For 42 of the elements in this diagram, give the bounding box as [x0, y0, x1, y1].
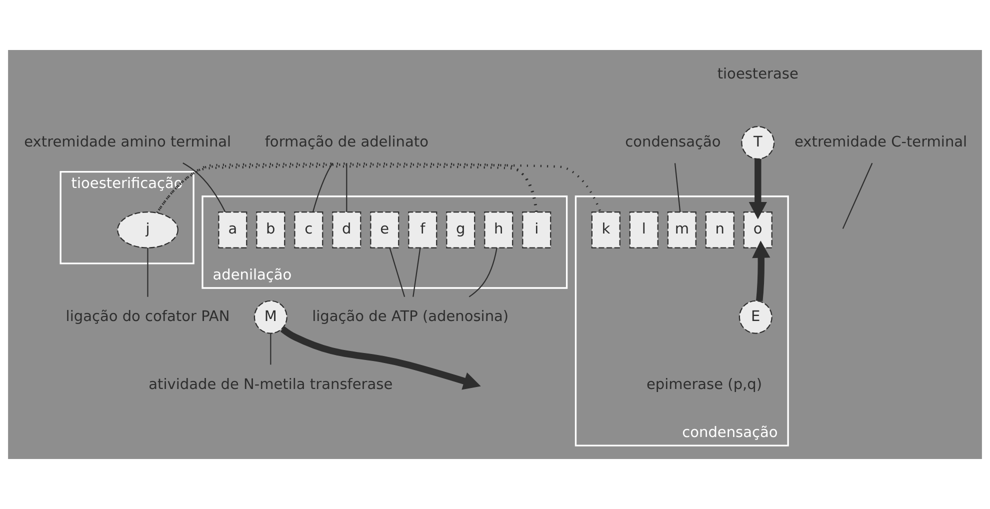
node-ellipse: j: [117, 211, 178, 248]
node-box: l: [629, 211, 658, 248]
arrow: [280, 326, 481, 390]
arrow: [748, 159, 767, 220]
node-text: condensação: [625, 134, 721, 151]
arrow: [752, 240, 770, 302]
node-text: atividade de N-metila transferase: [148, 377, 393, 394]
connector: [842, 162, 873, 229]
node-box: o: [743, 211, 772, 248]
connector: [412, 248, 421, 297]
node-text: extremidade amino terminal: [24, 134, 232, 151]
connector: [468, 248, 498, 298]
node-text: ligação do cofator PAN: [66, 308, 230, 325]
node-box: i: [522, 211, 552, 248]
node-box: g: [446, 211, 476, 248]
node-box: a: [218, 211, 248, 248]
connector: [156, 164, 602, 214]
node-circle: T: [741, 126, 775, 160]
connector: [156, 162, 538, 214]
node-box: h: [484, 211, 514, 248]
node-box: b: [256, 211, 286, 248]
node-box: k: [591, 211, 620, 248]
connector: [312, 162, 334, 212]
connector: [270, 333, 272, 365]
connector: [147, 248, 148, 297]
node-box: n: [705, 211, 734, 248]
node-text: formação de adelinato: [264, 134, 428, 151]
node-circle: M: [254, 300, 288, 334]
node-text: ligação de ATP (adenosina): [312, 308, 509, 325]
node-circle: E: [738, 300, 772, 334]
node-box: c: [294, 211, 324, 248]
connector: [182, 162, 226, 212]
connector: [674, 163, 681, 212]
node-box: f: [408, 211, 438, 248]
node-label: epimerase (p,q): [646, 377, 762, 394]
connector: [389, 248, 406, 297]
node-label: tioesterase: [717, 66, 798, 82]
connector: [346, 163, 348, 212]
node-box: m: [667, 211, 696, 248]
node-box: e: [370, 211, 400, 248]
node-text: extremidade C-terminal: [794, 134, 968, 151]
node-box: d: [332, 211, 362, 248]
